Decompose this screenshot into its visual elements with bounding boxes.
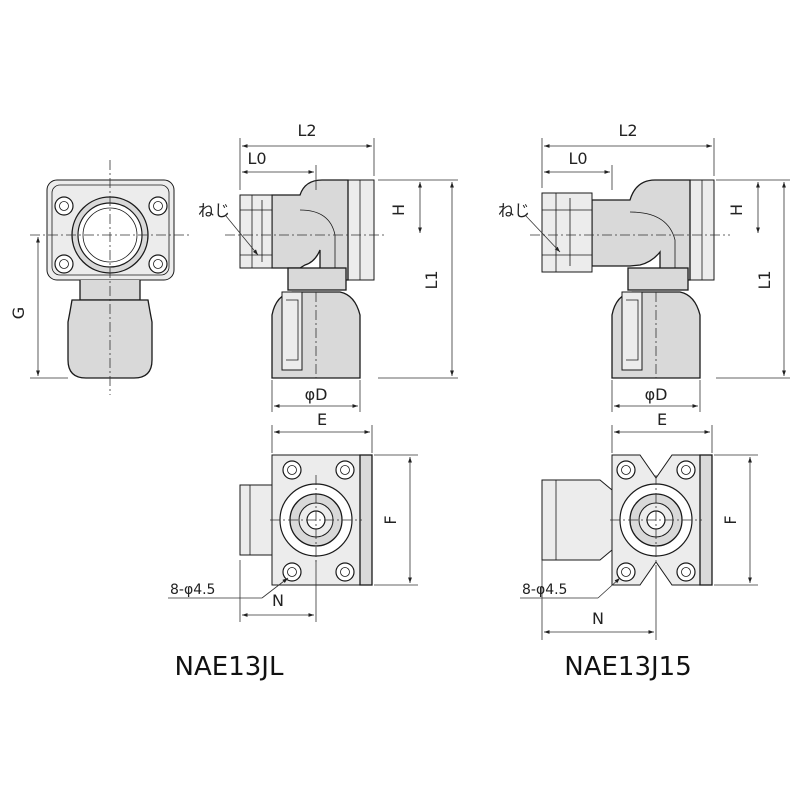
dim-label-F: F xyxy=(381,515,400,524)
model-name-left: NAE13JL xyxy=(175,652,284,682)
top-view-left: E F N 8-φ4.5 xyxy=(168,410,418,622)
dim-label-H-right: H xyxy=(727,204,746,216)
dim-label-E-right: E xyxy=(657,410,667,429)
dim-label-L2: L2 xyxy=(297,121,316,140)
dim-label-L2-right: L2 xyxy=(618,121,637,140)
thread-label: ねじ xyxy=(198,201,230,220)
holes-label: 8-φ4.5 xyxy=(170,582,215,598)
dim-label-L1-right: L1 xyxy=(755,270,774,289)
model-name-right: NAE13J15 xyxy=(564,652,692,682)
dim-label-N: N xyxy=(272,591,284,610)
dim-label-D-right: φD xyxy=(645,385,668,404)
dim-label-L0: L0 xyxy=(247,149,266,168)
dim-label-F-right: F xyxy=(721,515,740,524)
dim-label-N-right: N xyxy=(592,609,604,628)
holes-label-right: 8-φ4.5 xyxy=(522,582,567,598)
side-view-right: L2 L0 H L1 φD ねじ xyxy=(498,121,790,412)
dim-label-H: H xyxy=(389,204,408,216)
top-view-right: E F N 8-φ4.5 xyxy=(520,410,758,640)
thread-label-right: ねじ xyxy=(498,201,530,220)
dim-label-L0-right: L0 xyxy=(568,149,587,168)
dim-label-G: G xyxy=(9,307,28,319)
side-view-left: L2 L0 H L1 φD ねじ xyxy=(198,121,458,412)
dim-label-D: φD xyxy=(305,385,328,404)
front-view: G xyxy=(9,160,190,395)
dim-label-L1: L1 xyxy=(422,270,441,289)
dim-label-E: E xyxy=(317,410,327,429)
